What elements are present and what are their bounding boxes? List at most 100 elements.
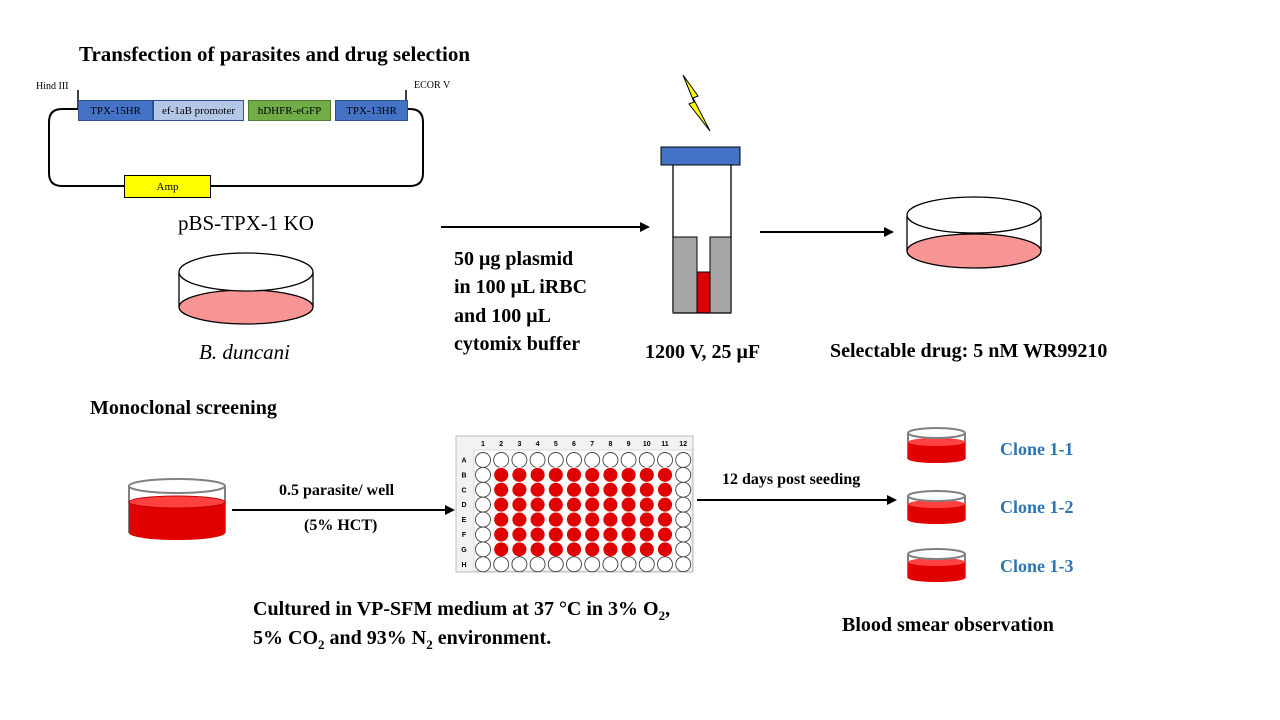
plate-row-label: G	[461, 547, 467, 554]
plate-column-label: 4	[536, 441, 540, 448]
plate-well-empty	[529, 556, 546, 573]
plate-well-empty	[675, 526, 692, 543]
plate-well-empty	[675, 452, 692, 468]
plate-well-empty	[511, 556, 528, 573]
section-title-transfection: Transfection of parasites and drug selec…	[79, 42, 471, 66]
plate-well-empty	[475, 541, 491, 558]
plate-column-label: 12	[679, 441, 687, 448]
blood-smear-label: Blood smear observation	[842, 614, 1054, 636]
plate-well-empty	[675, 481, 692, 498]
plate-column-label: 1	[481, 441, 485, 448]
post-seeding-label: 12 days post seeding	[722, 471, 861, 488]
plate-well-filled	[638, 481, 655, 498]
plate-well-empty	[475, 466, 491, 483]
segment-tpx-13hr: TPX-13HR	[335, 100, 408, 121]
segment-ef1ab-promoter: ef-1aB promoter	[153, 100, 244, 121]
plate-well-filled	[566, 541, 582, 558]
arrow-to-selection-dish	[760, 227, 894, 237]
plate-well-empty	[584, 452, 601, 468]
arrow-to-plate	[232, 505, 455, 515]
clone-label-1: Clone 1-1	[1000, 439, 1074, 459]
dish-bduncani	[178, 252, 314, 325]
plate-well-filled	[529, 541, 546, 558]
organism-label: B. duncani	[199, 340, 290, 364]
plate-well-filled	[584, 481, 601, 498]
plate-well-empty	[638, 556, 655, 573]
plate-well-empty	[566, 556, 582, 573]
clone-dish-1	[907, 427, 966, 463]
electroporation-settings: 1200 V, 25 μF	[645, 341, 761, 363]
plate-well-filled	[638, 541, 655, 558]
arrow-to-clones	[697, 495, 897, 505]
electroporation-cuvette	[660, 146, 741, 314]
plate-row-label: B	[461, 472, 466, 479]
plate-well-filled	[638, 466, 655, 483]
plate-well-filled	[584, 511, 601, 528]
plate-well-filled	[493, 496, 510, 513]
plate-well-empty	[638, 452, 655, 468]
plate-well-empty	[547, 556, 564, 573]
plate-row-label: D	[461, 502, 466, 509]
plate-well-filled	[657, 466, 673, 483]
plate-well-empty	[566, 452, 582, 468]
plate-well-filled	[638, 496, 655, 513]
plate-well-filled	[584, 496, 601, 513]
plate-well-filled	[620, 466, 637, 483]
dish-selection	[906, 196, 1042, 269]
plasmid-backbone	[48, 108, 424, 187]
transfection-line-4: cytomix buffer	[454, 333, 581, 355]
plate-well-filled	[620, 511, 637, 528]
plate-well-empty	[475, 496, 491, 513]
plate-well-filled	[657, 526, 673, 543]
plate-well-empty	[475, 452, 491, 468]
plate-well-empty	[475, 481, 491, 498]
section-title-monoclonal: Monoclonal screening	[90, 397, 277, 419]
plate-column-label: 3	[517, 441, 521, 448]
lightning-bolt-icon	[682, 74, 711, 132]
plate-well-empty	[657, 452, 673, 468]
plate-well-empty	[675, 556, 692, 573]
plate-row-label: H	[461, 562, 466, 569]
plate-well-filled	[602, 466, 619, 483]
pink-medium	[178, 289, 314, 325]
plate-well-empty	[493, 452, 510, 468]
plate-well-filled	[638, 511, 655, 528]
plate-well-filled	[566, 496, 582, 513]
plate-well-filled	[547, 511, 564, 528]
segment-tpx-15hr: TPX-15HR	[78, 100, 153, 121]
plate-well-filled	[566, 526, 582, 543]
plate-well-empty	[584, 556, 601, 573]
plate-well-empty	[475, 511, 491, 528]
selection-drug: Selectable drug: 5 nM WR99210	[830, 340, 1108, 362]
plate-column-label: 8	[608, 441, 612, 448]
plate-column-label: 5	[554, 441, 558, 448]
plate-well-filled	[547, 466, 564, 483]
plate-column-label: 11	[661, 441, 669, 448]
plasmid-name: pBS-TPX-1 KO	[178, 211, 314, 235]
plate-well-filled	[620, 526, 637, 543]
plate-well-filled	[657, 511, 673, 528]
ecor-v-site-label: ECOR V	[414, 80, 451, 91]
plate-well-filled	[584, 541, 601, 558]
plate-well-filled	[547, 496, 564, 513]
transfection-line-1: 50 μg plasmid	[454, 248, 574, 270]
plate-well-empty	[602, 452, 619, 468]
plate-row-label: E	[462, 517, 467, 524]
segment-hdhfr-egfp: hDHFR-eGFP	[248, 100, 331, 121]
plate-well-filled	[620, 541, 637, 558]
plate-column-label: 6	[572, 441, 576, 448]
hind-iii-site-label: Hind III	[36, 81, 69, 92]
plate-well-filled	[493, 526, 510, 543]
plate-well-filled	[602, 541, 619, 558]
plate-well-empty	[657, 556, 673, 573]
culture-conditions-line-1: Cultured in VP-SFM medium at 37 °C in 3%…	[253, 598, 671, 623]
plate-well-empty	[675, 511, 692, 528]
plate-well-filled	[547, 541, 564, 558]
well-plate-wells	[475, 452, 692, 573]
plate-well-filled	[529, 496, 546, 513]
clone-dish-3	[907, 548, 966, 582]
plate-row-label: F	[462, 532, 467, 539]
plate-well-filled	[493, 511, 510, 528]
plate-well-filled	[602, 526, 619, 543]
